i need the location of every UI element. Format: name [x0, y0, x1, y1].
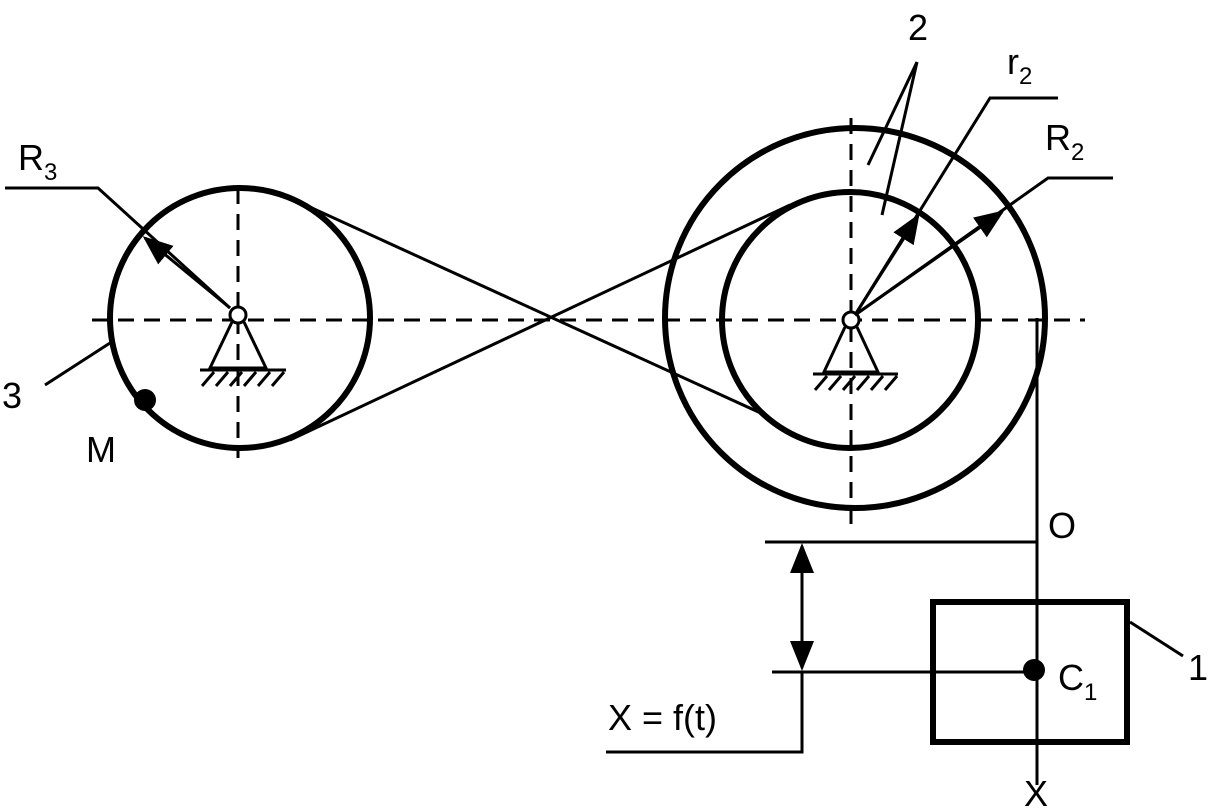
label-body-1: 1: [1188, 647, 1208, 688]
label-body-2: 2: [908, 7, 928, 48]
hub-2: [841, 310, 861, 330]
label-axis-x: X: [1024, 773, 1048, 809]
wheel-2-inner: [719, 189, 981, 451]
belt-segment-lower: [289, 203, 791, 442]
label-small-r2: r2: [1007, 41, 1032, 90]
label-2-leaders: [866, 61, 919, 216]
radius-r2-indicator: [853, 96, 1058, 316]
point-c1: [1023, 659, 1045, 681]
label-big-r2: R2: [1045, 117, 1084, 166]
label-origin: O: [1048, 505, 1076, 546]
label-body-3: 3: [2, 375, 22, 416]
support-wheel-2: [813, 310, 899, 391]
wheel-3: [107, 185, 373, 451]
law-leader: [606, 672, 804, 754]
label-1-leader: [1129, 620, 1184, 658]
radius-r3-indicator: [5, 186, 232, 310]
support-wheel-3: [200, 305, 286, 387]
wheel-2-outer: [662, 125, 1048, 511]
radius-big-r2-indicator: [854, 176, 1113, 317]
label-motion-law: X = f(t): [608, 697, 717, 738]
crossed-belt: [289, 196, 791, 442]
hub-3: [228, 305, 248, 325]
point-m: [134, 389, 156, 411]
label-3-leader: [44, 341, 111, 387]
belt-segment-upper: [289, 196, 766, 417]
label-r3: R3: [18, 137, 57, 186]
label-point-m: M: [86, 429, 116, 470]
label-c1: C1: [1058, 657, 1097, 706]
